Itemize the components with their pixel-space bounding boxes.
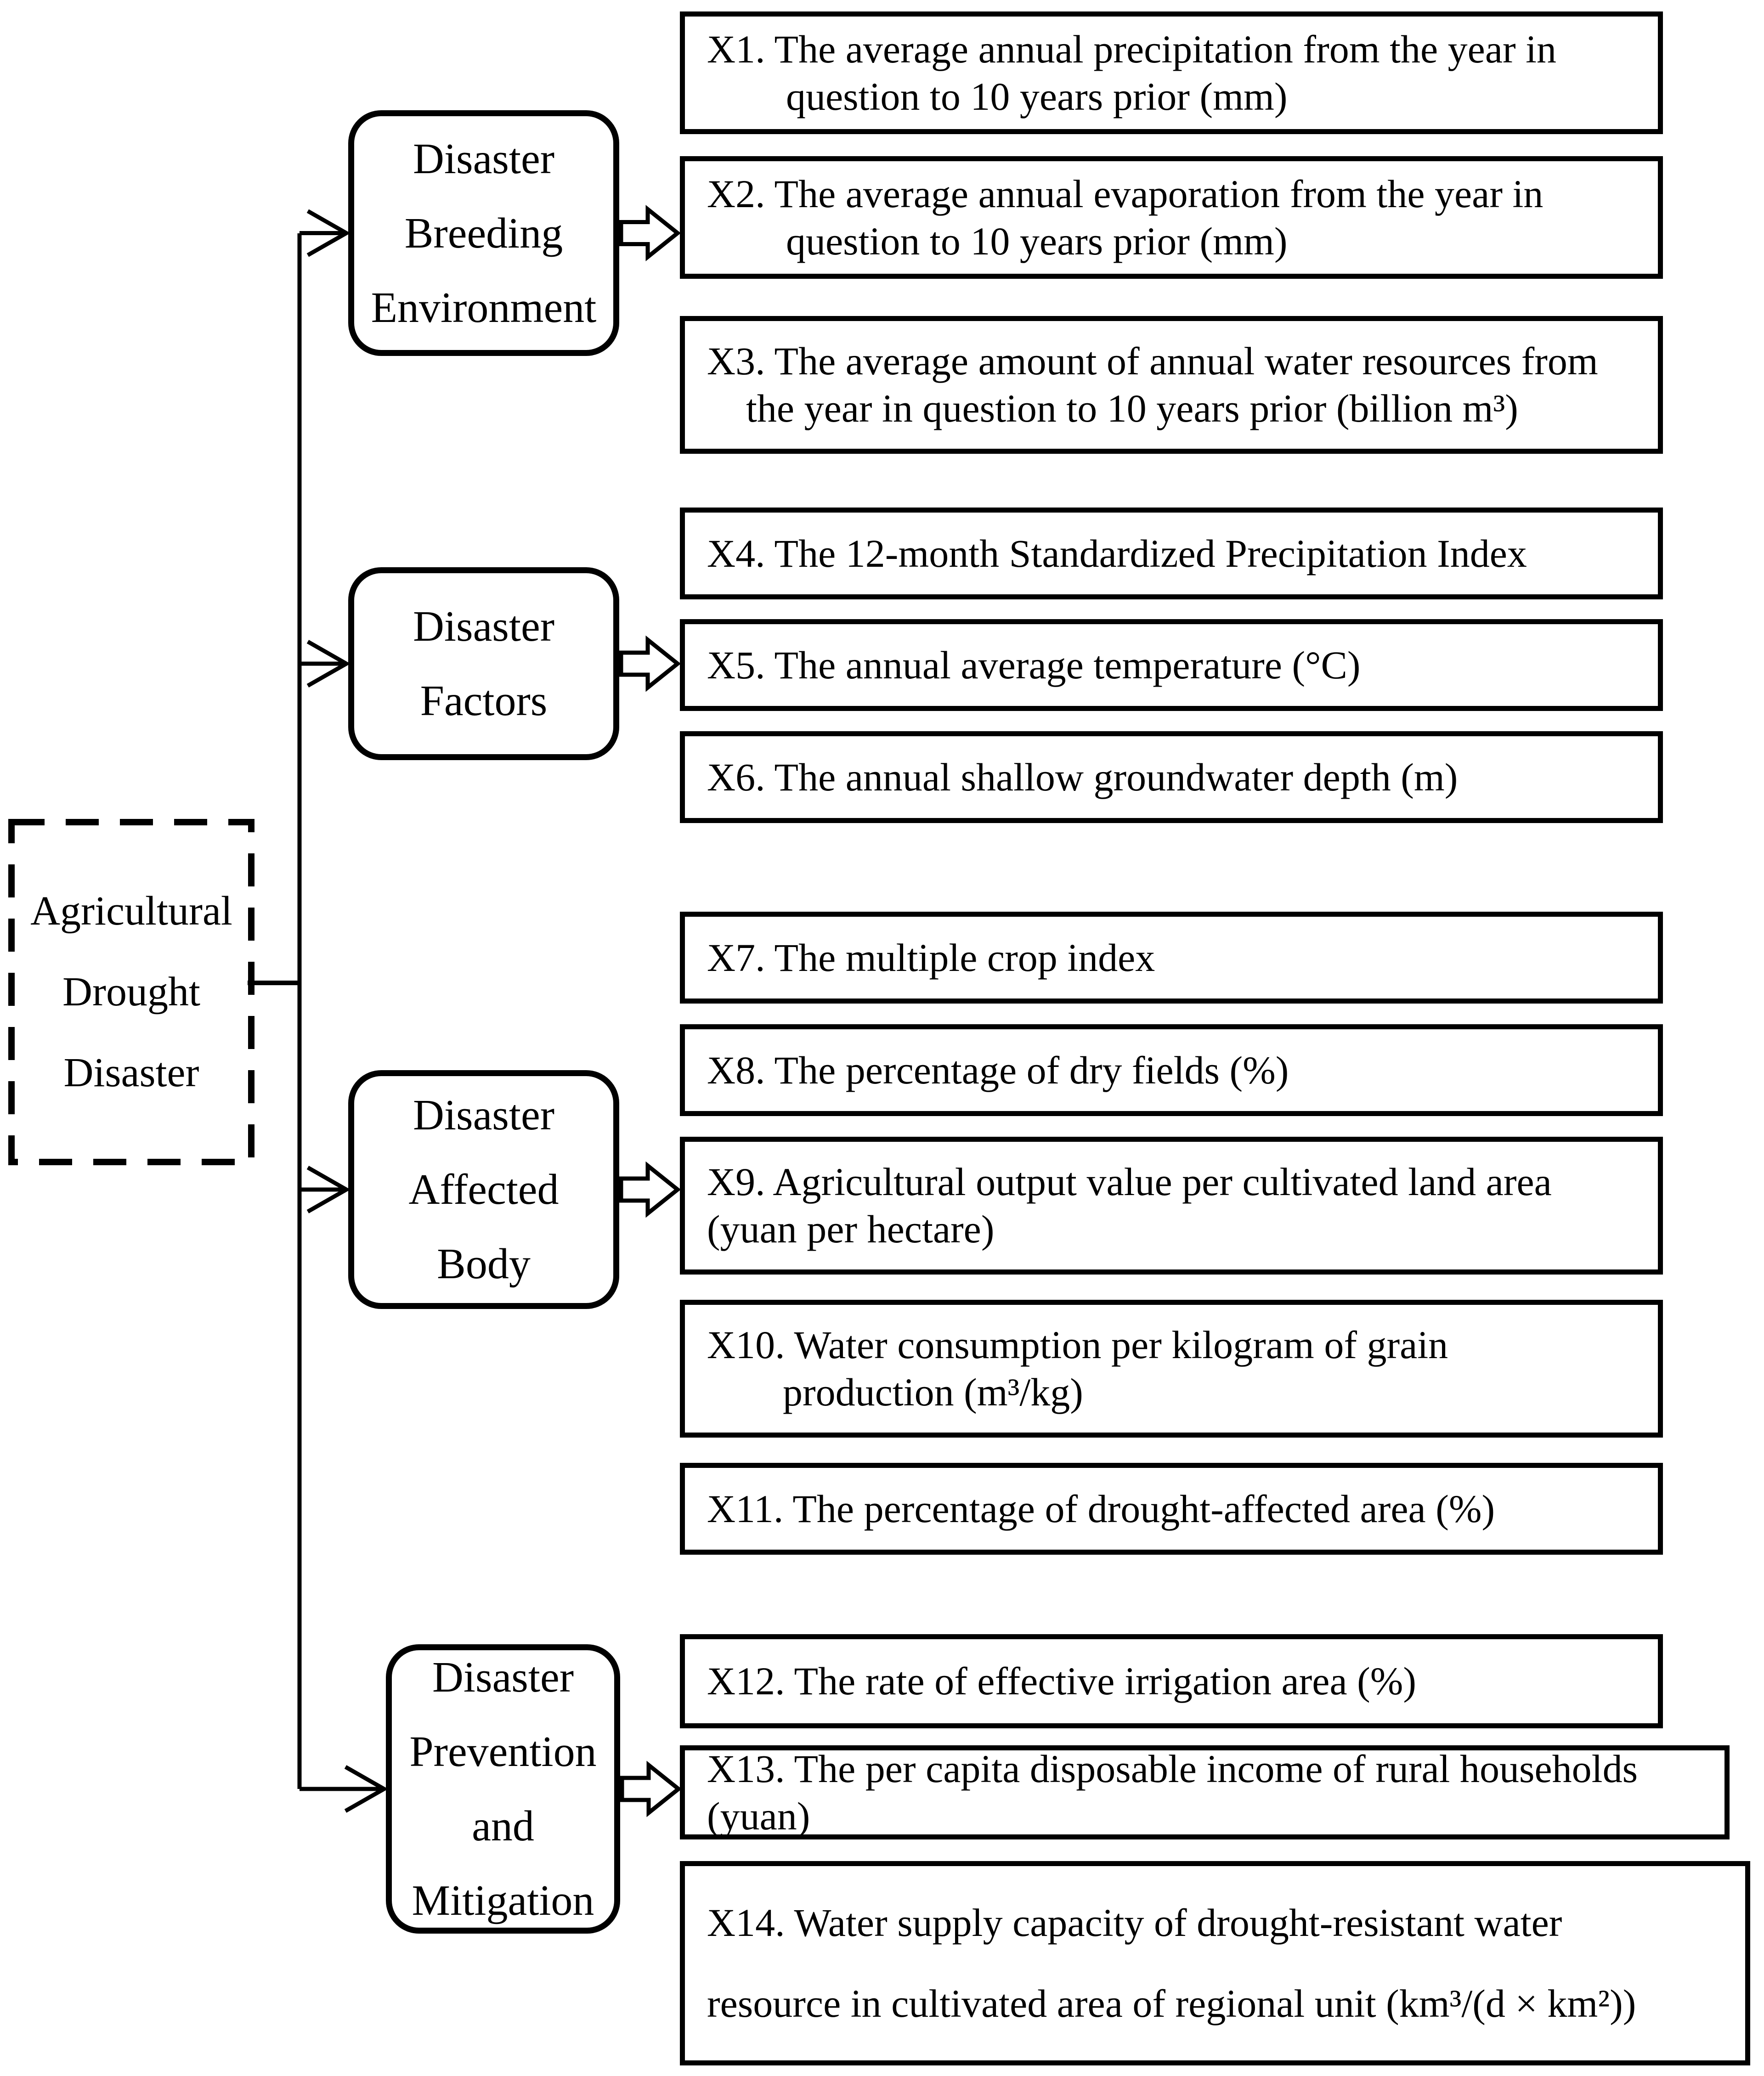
- block-arrow-icon-disaster-affected-body: [619, 1161, 681, 1218]
- category-node-disaster-prevention-and-mitigation-line: and: [472, 1802, 534, 1850]
- indicator-box-x1: X1. The average annual precipitation fro…: [680, 11, 1663, 134]
- branch-arrowhead-icon-disaster-factors: [306, 640, 351, 688]
- indicator-box-x3-line: the year in question to 10 years prior (…: [746, 386, 1518, 430]
- indicator-box-x10-line: production (m³/kg): [783, 1370, 1083, 1414]
- indicator-box-x6: X6. The annual shallow groundwater depth…: [680, 731, 1663, 823]
- indicator-box-x5: X5. The annual average temperature (°C): [680, 619, 1663, 711]
- indicator-box-x12: X12. The rate of effective irrigation ar…: [680, 1634, 1663, 1728]
- category-node-disaster-prevention-and-mitigation-line: Mitigation: [412, 1877, 594, 1924]
- category-node-disaster-factors-line: Factors: [420, 677, 548, 725]
- branch-arrowhead-icon-disaster-breeding-environment: [306, 209, 351, 257]
- indicator-box-x3: X3. The average amount of annual water r…: [680, 316, 1663, 454]
- block-arrow-icon-disaster-factors: [619, 635, 681, 692]
- indicator-box-x14-line: resource in cultivated area of regional …: [707, 1981, 1636, 2025]
- indicator-box-x13-line: X13. The per capita disposable income of…: [707, 1746, 1638, 1791]
- indicator-box-x13-line: (yuan): [707, 1794, 810, 1838]
- indicator-box-x7: X7. The multiple crop index: [680, 912, 1663, 1004]
- indicator-box-x4: X4. The 12-month Standardized Precipitat…: [680, 508, 1663, 599]
- indicator-box-x13: X13. The per capita disposable income of…: [680, 1745, 1730, 1839]
- block-arrow-icon-disaster-prevention-and-mitigation: [620, 1760, 682, 1817]
- indicator-box-x14: X14. Water supply capacity of drought-re…: [680, 1861, 1750, 2065]
- category-node-disaster-breeding-environment-line: Environment: [371, 283, 597, 332]
- category-node-disaster-breeding-environment-line: Breeding: [404, 209, 563, 257]
- indicator-box-x1-line: question to 10 years prior (mm): [786, 74, 1288, 118]
- indicator-box-x3-line: X3. The average amount of annual water r…: [707, 339, 1598, 383]
- indicator-box-x2: X2. The average annual evaporation from …: [680, 156, 1663, 279]
- category-node-disaster-breeding-environment-line: Disaster: [413, 135, 555, 183]
- category-node-disaster-factors-line: Disaster: [413, 603, 555, 650]
- root-line: Agricultural: [30, 888, 232, 934]
- indicator-box-x9-line: X9. Agricultural output value per cultiv…: [707, 1160, 1552, 1204]
- category-node-disaster-affected-body-line: Affected: [408, 1166, 559, 1213]
- indicator-box-x10-line: X10. Water consumption per kilogram of g…: [707, 1323, 1448, 1367]
- category-node-disaster-prevention-and-mitigation-line: Prevention: [409, 1728, 597, 1776]
- indicator-box-x2-line: X2. The average annual evaporation from …: [707, 171, 1544, 216]
- indicator-box-x9: X9. Agricultural output value per cultiv…: [680, 1137, 1663, 1275]
- block-arrow-icon-disaster-breeding-environment: [619, 205, 681, 261]
- indicator-box-x12-line: X12. The rate of effective irrigation ar…: [707, 1659, 1417, 1703]
- indicator-box-x8-line: X8. The percentage of dry fields (%): [707, 1048, 1289, 1092]
- root-line: Disaster: [63, 1050, 199, 1095]
- indicator-box-x4-line: X4. The 12-month Standardized Precipitat…: [707, 531, 1527, 575]
- root-dashed-border: [8, 819, 254, 1165]
- root-node-agricultural-drought-disaster: Agricultural Drought Disaster: [11, 822, 251, 1162]
- category-node-disaster-affected-body-line: Body: [437, 1240, 531, 1288]
- indicator-box-x9-line: (yuan per hectare): [707, 1207, 995, 1251]
- indicator-box-x11: X11. The percentage of drought-affected …: [680, 1463, 1663, 1555]
- root-line: Drought: [62, 969, 200, 1015]
- category-node-disaster-affected-body-line: Disaster: [413, 1091, 555, 1139]
- indicator-box-x7-line: X7. The multiple crop index: [707, 935, 1155, 980]
- indicator-box-x2-line: question to 10 years prior (mm): [786, 219, 1288, 263]
- indicator-box-x14-line: X14. Water supply capacity of drought-re…: [707, 1901, 1562, 1945]
- branch-arrowhead-icon-disaster-prevention-and-mitigation: [344, 1765, 389, 1813]
- indicator-box-x8: X8. The percentage of dry fields (%): [680, 1024, 1663, 1116]
- indicator-box-x6-line: X6. The annual shallow groundwater depth…: [707, 755, 1458, 799]
- indicator-box-x1-line: X1. The average annual precipitation fro…: [707, 27, 1557, 71]
- indicator-box-x10: X10. Water consumption per kilogram of g…: [680, 1300, 1663, 1438]
- branch-arrowhead-icon-disaster-affected-body: [306, 1166, 351, 1213]
- category-node-disaster-prevention-and-mitigation-line: Disaster: [432, 1653, 574, 1701]
- indicator-box-x11-line: X11. The percentage of drought-affected …: [707, 1486, 1495, 1531]
- indicator-box-x5-line: X5. The annual average temperature (°C): [707, 643, 1361, 687]
